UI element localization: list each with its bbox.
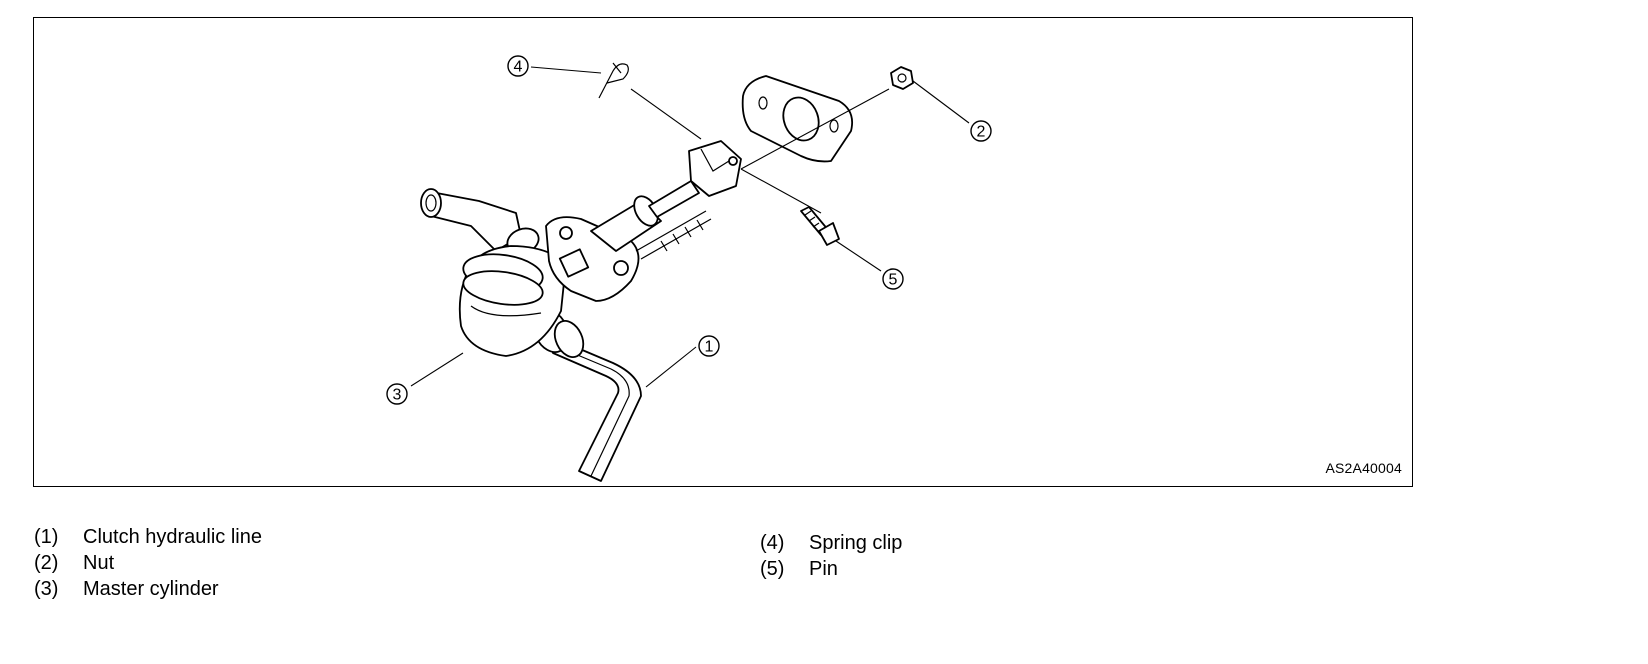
figure-code: AS2A40004 [1325, 460, 1402, 476]
callout-3: 3 [386, 383, 408, 405]
legend-item: (1) Clutch hydraulic line [34, 524, 262, 550]
legend-item: (5) Pin [760, 556, 902, 582]
pin-drawing [800, 206, 840, 246]
spring-clip-drawing [598, 62, 629, 99]
svg-text:1: 1 [705, 339, 714, 356]
leader-lines [410, 66, 970, 388]
legend-label: Pin [809, 558, 838, 580]
spacer-plate-drawing [741, 75, 854, 163]
master-cylinder-drawing [420, 140, 742, 357]
legend-left-column: (1) Clutch hydraulic line (2) Nut (3) Ma… [34, 524, 262, 602]
legend-number: (2) [34, 552, 59, 574]
callout-1: 1 [698, 335, 720, 357]
callout-5: 5 [882, 268, 904, 290]
svg-text:4: 4 [514, 59, 523, 76]
legend-item: (2) Nut [34, 550, 262, 576]
callout-2: 2 [970, 120, 992, 142]
master-cylinder-illustration: 1 2 3 4 5 [386, 55, 992, 482]
legend-right-column: (4) Spring clip (5) Pin [760, 530, 902, 582]
legend-label: Nut [83, 552, 115, 574]
legend-label: Master cylinder [83, 578, 219, 600]
legend-number: (4) [760, 532, 785, 554]
svg-text:3: 3 [393, 387, 402, 404]
nut-drawing [890, 66, 914, 90]
callout-4: 4 [507, 55, 529, 77]
legend-item: (4) Spring clip [760, 530, 902, 556]
legend-number: (3) [34, 578, 59, 600]
svg-text:5: 5 [889, 272, 898, 289]
legend-label: Spring clip [809, 532, 903, 554]
legend-number: (5) [760, 558, 785, 580]
legend-item: (3) Master cylinder [34, 576, 262, 602]
legend-label: Clutch hydraulic line [83, 526, 262, 548]
svg-text:2: 2 [977, 124, 986, 141]
figure-frame: 1 2 3 4 5 AS2A40004 [33, 17, 1413, 487]
legend-number: (1) [34, 526, 59, 548]
